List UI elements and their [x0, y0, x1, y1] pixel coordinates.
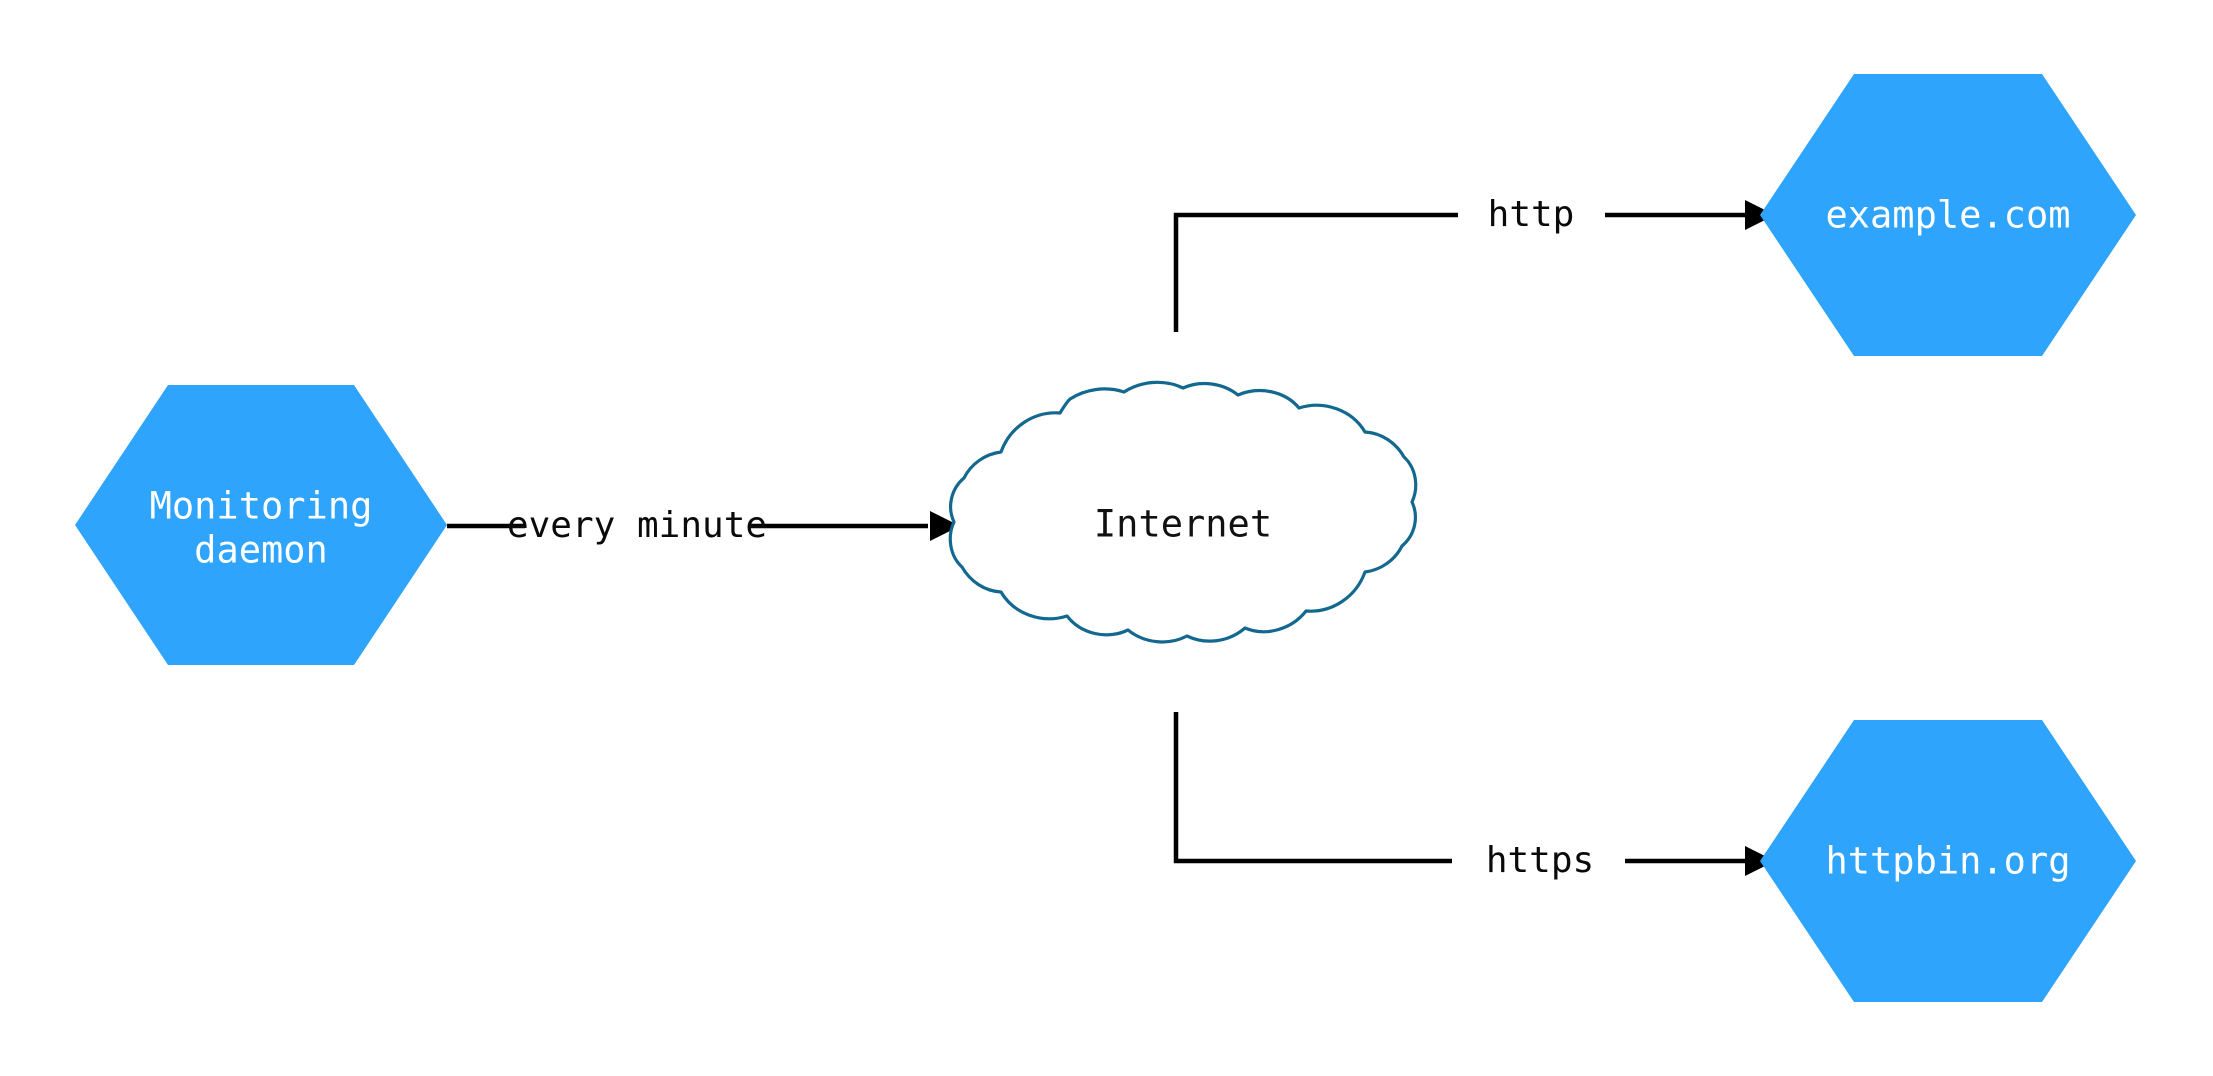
edge-internet-to-example: http [1173, 194, 1775, 332]
hexagon-shape [75, 385, 447, 665]
node-label-internet: Internet [1094, 503, 1272, 546]
hexagon-shape [1760, 720, 2136, 1002]
node-label-line1: Monitoring [150, 485, 373, 528]
edge-internet-to-httpbin: https [1173, 712, 1775, 881]
edge-label-every-minute: every minute [507, 505, 767, 546]
arrowhead-icon [930, 511, 960, 541]
node-label-line2: daemon [194, 529, 328, 572]
node-label-example-com: example.com [1825, 194, 2070, 237]
node-example-com[interactable]: example.com [1760, 74, 2136, 356]
edge-daemon-to-internet: every minute [447, 505, 960, 546]
node-httpbin-org[interactable]: httpbin.org [1760, 720, 2136, 1002]
edge-label-http: http [1488, 194, 1575, 235]
cloud-shape [948, 380, 1418, 644]
edge-line-elbow-down [1173, 712, 1452, 864]
node-label-httpbin-org: httpbin.org [1825, 840, 2070, 883]
hexagon-shape [1760, 74, 2136, 356]
edge-label-https: https [1486, 840, 1594, 881]
node-internet[interactable]: Internet [948, 380, 1418, 644]
node-monitoring-daemon[interactable]: Monitoring daemon [75, 385, 447, 665]
edge-line-elbow-up [1173, 212, 1458, 332]
